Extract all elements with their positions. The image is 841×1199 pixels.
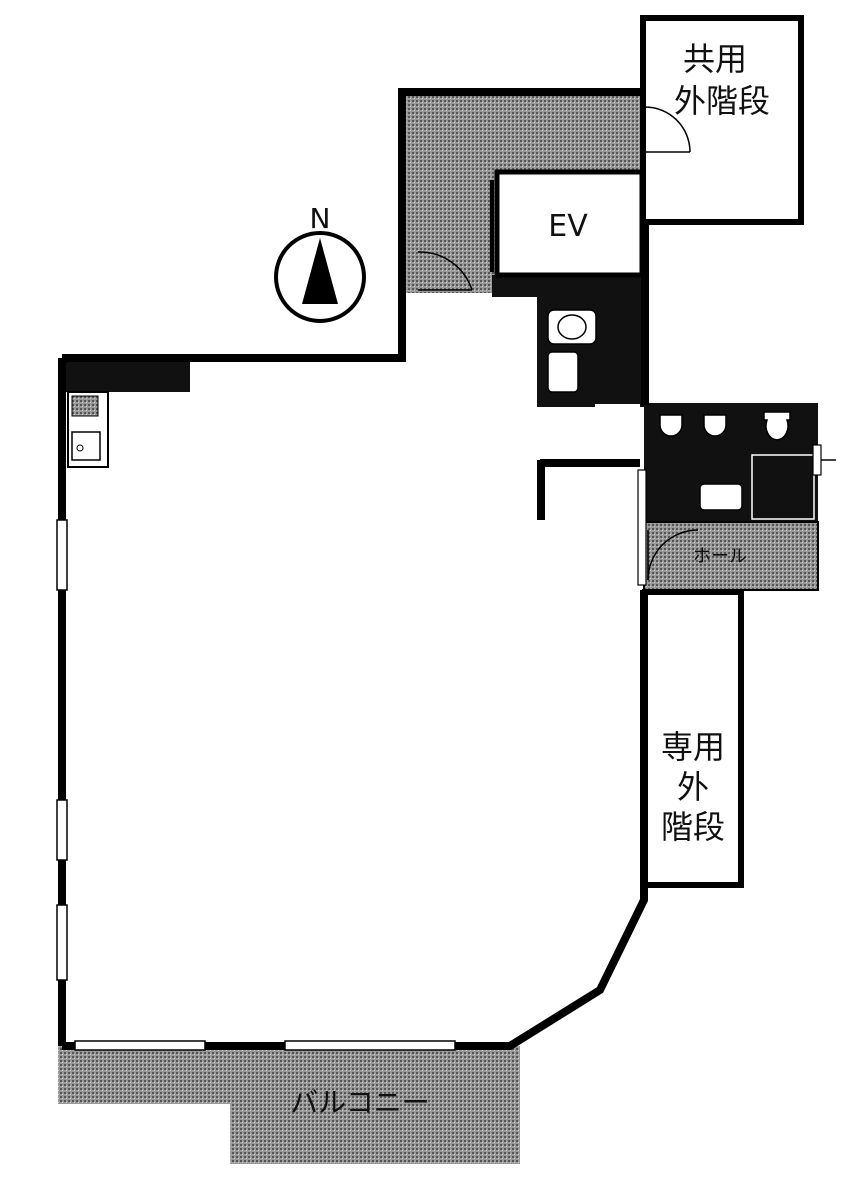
elevator-box [494, 169, 645, 278]
corridor-dark-strip [492, 275, 642, 297]
restroom-side-window [812, 444, 822, 476]
hall-label: ホール [693, 546, 747, 567]
toilet-bowl-icon [557, 314, 587, 340]
shared-stairs-door-swing [644, 106, 691, 153]
hall-floor [644, 522, 818, 590]
window-bottom-2 [284, 1040, 456, 1051]
elevator-label: EV [548, 209, 588, 244]
window-left-3 [56, 904, 68, 981]
balcony-floor-left [58, 1046, 234, 1104]
private-stairs-label-line1: 専用 [661, 728, 725, 766]
private-stairs-box [642, 589, 744, 888]
window-left-1 [56, 519, 68, 591]
north-compass: N [274, 202, 366, 323]
window-left-2 [56, 799, 68, 861]
balcony-label: バルコニー [290, 1086, 429, 1119]
shared-stairs-label-line2: 外階段 [674, 82, 770, 120]
private-stairs-label-line2: 外 [677, 768, 709, 806]
shared-stairs-label-line1: 共用 [683, 40, 747, 78]
washbasin-icon [699, 483, 743, 511]
kitchen-sink [71, 431, 101, 461]
window-bottom-1 [74, 1040, 206, 1051]
restroom-stall [751, 454, 815, 520]
hall-side-window [637, 469, 647, 586]
entrance-corridor-floor-left [400, 165, 497, 293]
bath-fixture-box [547, 351, 579, 393]
balcony-floor-main [230, 1046, 520, 1164]
compass-arrow-icon [302, 238, 338, 304]
kitchen-stove [71, 395, 99, 417]
urinal-1-icon [659, 414, 683, 437]
top-left-pillar [58, 358, 190, 392]
hall-door-swing [647, 529, 699, 581]
toilet-2-icon [763, 411, 791, 441]
entrance-corridor-floor [400, 92, 642, 170]
corridor-door-swing [417, 251, 473, 291]
urinal-2-icon [703, 414, 727, 437]
main-room-bottom-wall [62, 590, 648, 1050]
compass-north-label: N [310, 202, 331, 235]
private-stairs-label-line3: 階段 [661, 808, 725, 846]
shared-stairs-box [640, 15, 804, 225]
sink-drain-icon [76, 444, 84, 452]
